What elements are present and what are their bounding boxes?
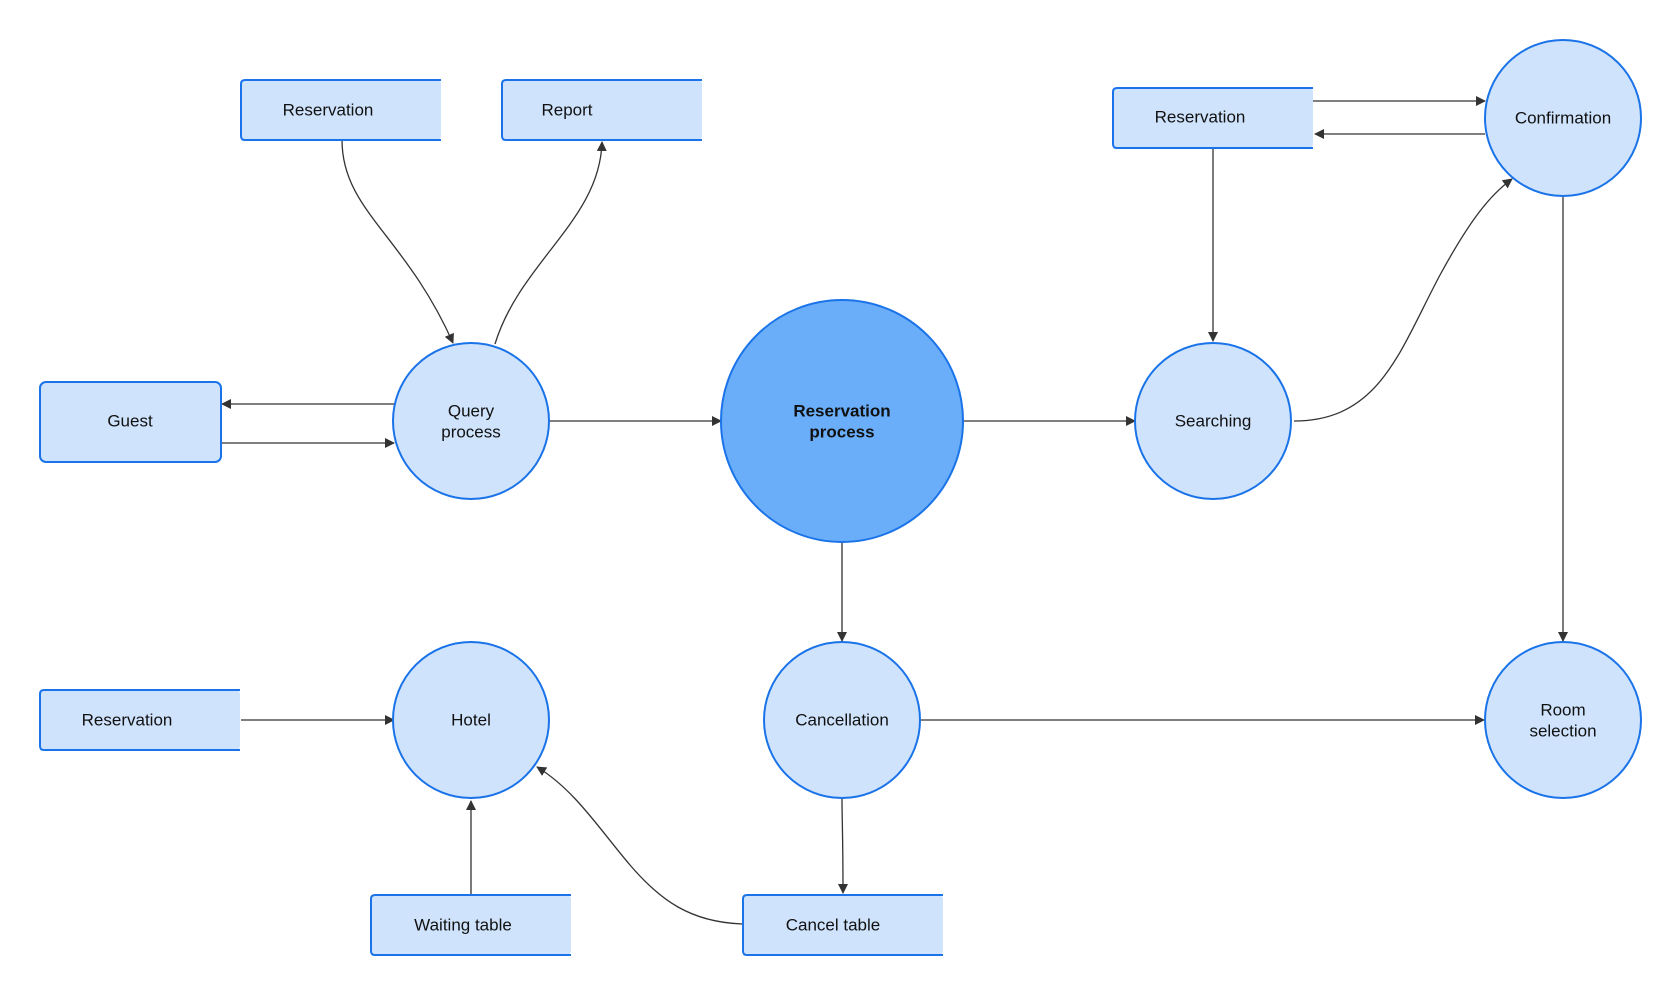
store-guest-label: Guest bbox=[107, 411, 153, 430]
store-waiting-table[interactable]: Waiting table bbox=[370, 894, 571, 956]
process-searching-label: Searching bbox=[1175, 411, 1252, 430]
store-cancel-table-label: Cancel table bbox=[786, 915, 881, 934]
store-reservation-top-right-label: Reservation bbox=[1155, 107, 1246, 126]
store-report[interactable]: Report bbox=[501, 79, 702, 141]
store-reservation-top-right[interactable]: Reservation bbox=[1112, 87, 1313, 149]
arrow-cancel-table-to-hotel bbox=[536, 766, 743, 925]
arrow-query-to-report bbox=[494, 141, 607, 345]
process-confirmation-label: Confirmation bbox=[1515, 108, 1611, 127]
process-hotel[interactable]: Hotel bbox=[392, 641, 550, 799]
arrow-searching-to-confirmation bbox=[1293, 178, 1513, 422]
process-cancellation-label: Cancellation bbox=[795, 710, 889, 729]
process-room-selection[interactable]: Room selection bbox=[1484, 641, 1642, 799]
process-query-line1: Query bbox=[448, 401, 495, 420]
process-hotel-label: Hotel bbox=[451, 710, 491, 729]
process-room-selection-line2: selection bbox=[1529, 721, 1596, 740]
store-waiting-table-label: Waiting table bbox=[414, 915, 512, 934]
store-reservation-top-left[interactable]: Reservation bbox=[240, 79, 441, 141]
process-query[interactable]: Query process bbox=[392, 342, 550, 500]
store-reservation-bottom-left-label: Reservation bbox=[82, 710, 173, 729]
process-reservation[interactable]: Reservation process bbox=[720, 299, 964, 543]
store-guest[interactable]: Guest bbox=[39, 381, 222, 463]
process-cancellation[interactable]: Cancellation bbox=[763, 641, 921, 799]
store-reservation-bottom-left[interactable]: Reservation bbox=[39, 689, 240, 751]
process-reservation-line1: Reservation bbox=[793, 401, 890, 420]
arrow-cancellation-to-cancel-table bbox=[837, 798, 848, 894]
flow-arrows bbox=[221, 96, 1568, 925]
arrow-reservation-to-query bbox=[341, 139, 454, 344]
process-reservation-line2: process bbox=[809, 422, 874, 441]
store-report-label: Report bbox=[541, 100, 592, 119]
process-confirmation[interactable]: Confirmation bbox=[1484, 39, 1642, 197]
process-searching[interactable]: Searching bbox=[1134, 342, 1292, 500]
process-query-line2: process bbox=[441, 422, 501, 441]
store-reservation-top-left-label: Reservation bbox=[283, 100, 374, 119]
store-cancel-table[interactable]: Cancel table bbox=[742, 894, 943, 956]
process-room-selection-line1: Room bbox=[1540, 700, 1585, 719]
